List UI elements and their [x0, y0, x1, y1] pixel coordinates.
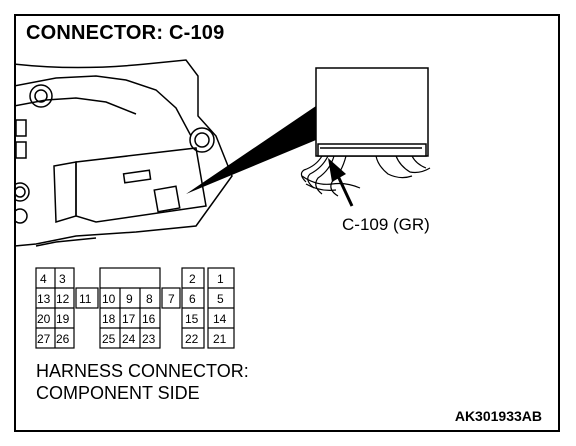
leader-wedge [186, 106, 316, 194]
pin-12: 12 [56, 292, 70, 306]
dashboard-drawing [16, 59, 233, 247]
pin-19: 19 [56, 312, 70, 326]
harness-caption: HARNESS CONNECTOR: COMPONENT SIDE [36, 360, 249, 404]
pin-9: 9 [126, 292, 133, 306]
pin-10: 10 [102, 292, 116, 306]
pin-5: 5 [217, 292, 224, 306]
pin-26: 26 [56, 332, 70, 346]
pin-20: 20 [37, 312, 51, 326]
pin-2: 2 [189, 272, 196, 286]
pin-4: 4 [40, 272, 47, 286]
wire-bundle [300, 155, 431, 197]
pin-3: 3 [59, 272, 66, 286]
diagram-title: CONNECTOR: C-109 [26, 22, 225, 44]
pin-13: 13 [37, 292, 51, 306]
connector-body [315, 67, 429, 157]
pin-1: 1 [217, 272, 224, 286]
diagram-frame: CONNECTOR: C-109 [14, 14, 560, 432]
pin-18: 18 [102, 312, 116, 326]
pin-14: 14 [213, 312, 227, 326]
pin-labels: 4 3 13 12 20 19 27 26 11 10 9 8 18 17 16… [37, 272, 227, 346]
pin-6: 6 [189, 292, 196, 306]
pin-15: 15 [185, 312, 199, 326]
pin-24: 24 [122, 332, 136, 346]
pin-17: 17 [122, 312, 136, 326]
pin-7: 7 [168, 292, 175, 306]
pin-25: 25 [102, 332, 116, 346]
harness-caption-line1: HARNESS CONNECTOR: [36, 361, 249, 381]
pin-8: 8 [146, 292, 153, 306]
connector-callout-label: C-109 (GR) [342, 215, 430, 234]
figure-code: AK301933AB [454, 408, 542, 424]
harness-caption-line2: COMPONENT SIDE [36, 383, 200, 403]
pin-27: 27 [37, 332, 51, 346]
pin-22: 22 [185, 332, 199, 346]
connector-illustration: 4 3 13 12 20 19 27 26 11 10 9 8 18 17 16… [16, 59, 431, 349]
pin-grid [35, 267, 235, 349]
pin-21: 21 [213, 332, 227, 346]
pointer-arrow [328, 158, 354, 207]
pin-23: 23 [142, 332, 156, 346]
pin-11: 11 [79, 292, 92, 306]
pin-16: 16 [142, 312, 156, 326]
